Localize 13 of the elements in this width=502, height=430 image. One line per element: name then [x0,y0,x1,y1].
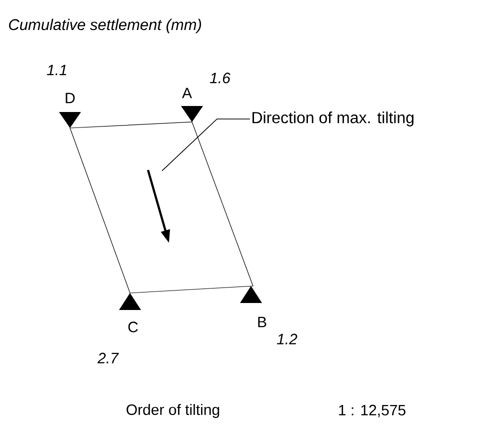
result-label: Order of tilting [126,404,220,418]
corner-letter: B [258,316,266,328]
result-value: 1 : 12,575 [339,404,406,418]
settlement-value: 1.1 [46,64,66,76]
leader-line [162,118,250,172]
settlement-value: 1.2 [276,334,298,344]
callout-text: Direction of max. tilting [252,112,414,126]
settlement-value: 1.6 [210,72,230,84]
settlement-value: 2.7 [97,352,119,364]
chart-title: Cumulative settlement (mm) [9,18,202,34]
corner-letter: C [128,322,138,332]
corner-letter: A [182,88,192,98]
corner-letter: D [66,92,75,104]
